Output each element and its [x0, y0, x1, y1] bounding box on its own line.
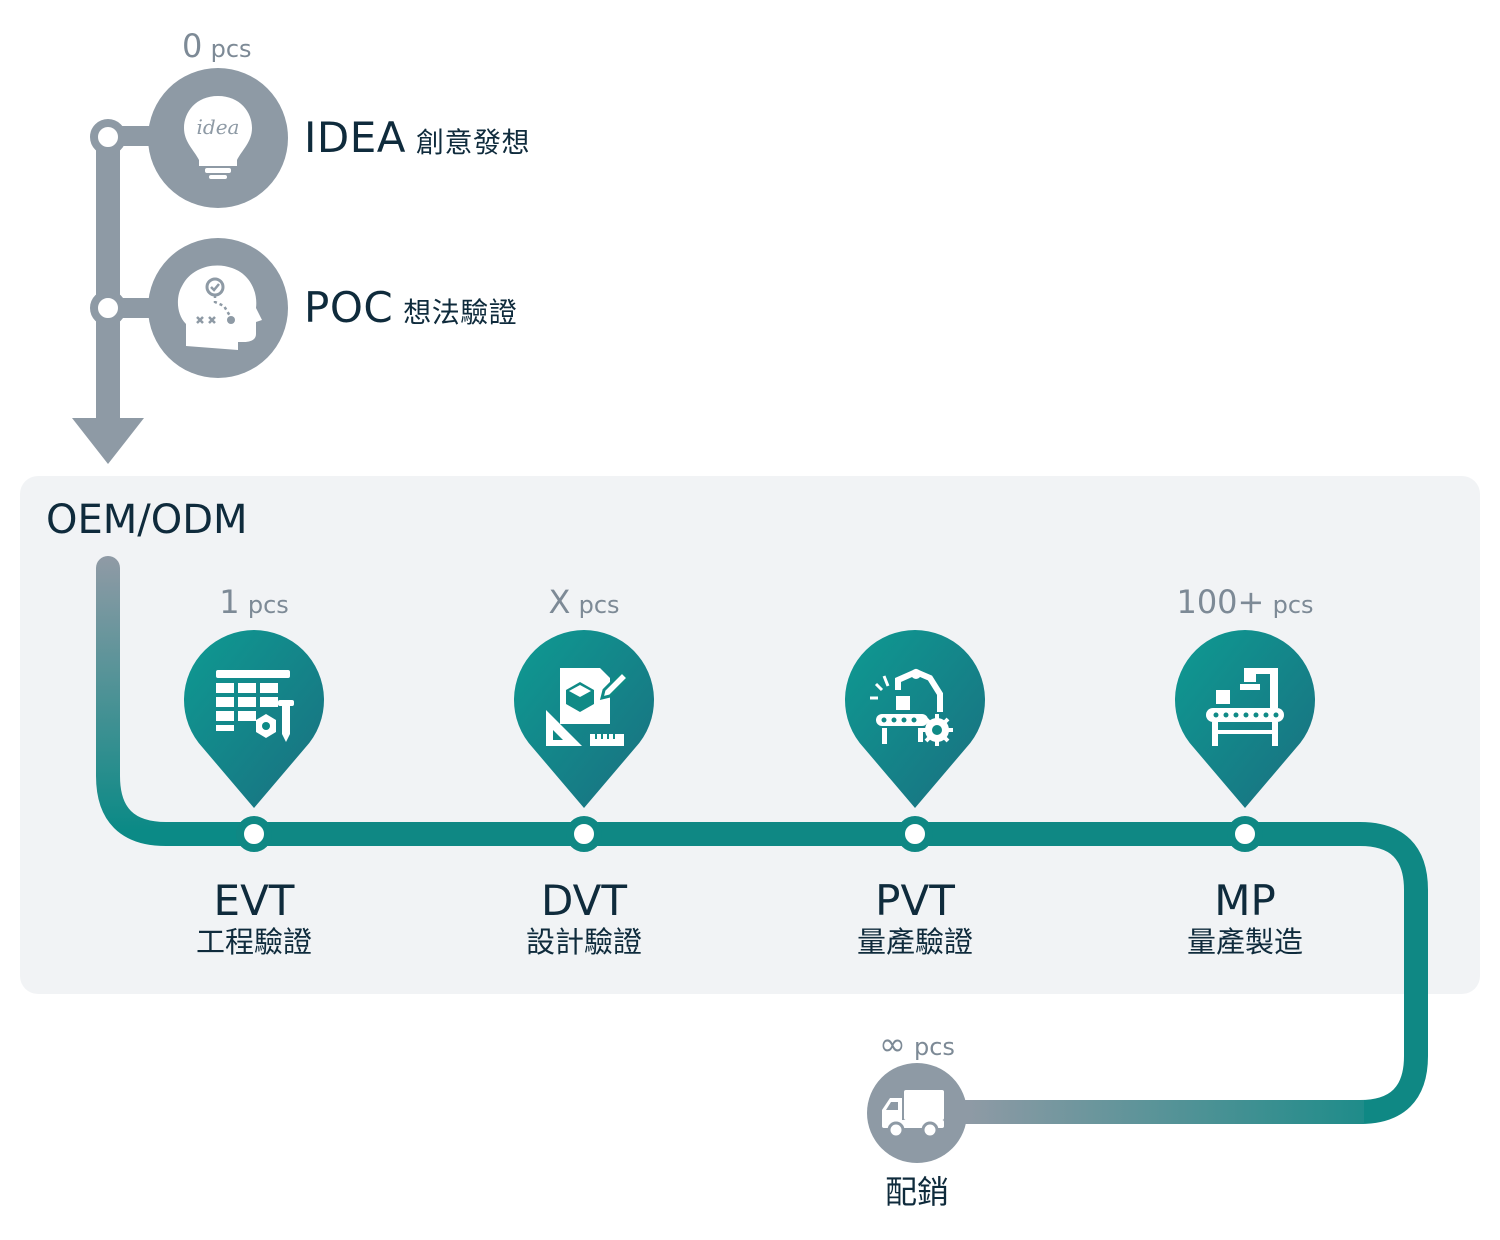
distribution-qty-unit: pcs — [913, 1033, 955, 1061]
spreadsheet-screw-icon — [216, 670, 294, 742]
poc-name: 想法驗證 — [403, 296, 518, 329]
evt-qty-number: 1 — [219, 583, 240, 621]
pvt-name: 量產驗證 — [856, 925, 973, 959]
panel-title: OEM/ODM — [46, 497, 248, 543]
idea-code: IDEA — [304, 113, 406, 162]
mp-qty-unit: pcs — [1272, 591, 1314, 619]
pin-evt — [184, 630, 325, 808]
poc-node — [90, 290, 126, 326]
lightbulb-idea-icon: idea — [148, 68, 288, 208]
evt-name: 工程驗證 — [195, 925, 312, 959]
mp-qty-number: 100+ — [1176, 583, 1265, 621]
dvt-qty-unit: pcs — [578, 591, 620, 619]
main-teal-line — [250, 822, 1428, 1124]
production-line-icon — [1206, 668, 1284, 746]
down-arrow-icon — [72, 418, 144, 464]
evt-qty-unit: pcs — [247, 591, 289, 619]
poc-code: POC — [304, 283, 394, 332]
evt-quantity: 1 pcs — [219, 586, 289, 618]
idea-node — [90, 119, 126, 155]
pin-dvt — [513, 630, 654, 808]
head-strategy-icon — [148, 238, 288, 378]
idea-quantity: 0 pcs — [182, 30, 252, 62]
design-drafting-icon — [546, 668, 631, 746]
pin-mp — [1174, 630, 1315, 808]
idea-name: 創意發想 — [416, 126, 531, 159]
mp-name: 量產製造 — [1186, 925, 1303, 959]
pvt-code: PVT — [875, 876, 955, 925]
delivery-truck-icon — [867, 1063, 967, 1163]
pin-pvt — [844, 630, 985, 808]
dvt-quantity: X pcs — [548, 586, 619, 618]
idea-qty-number: 0 — [182, 27, 203, 65]
robot-arm-conveyor-icon — [870, 668, 953, 746]
distribution-quantity: ∞ pcs — [879, 1028, 955, 1060]
distribution-name: 配銷 — [884, 1173, 950, 1211]
connector-gray-to-teal — [96, 556, 266, 846]
dvt-qty-number: X — [548, 583, 571, 621]
dvt-name: 設計驗證 — [525, 925, 642, 959]
distribution-qty-number: ∞ — [879, 1025, 906, 1063]
dvt-code: DVT — [541, 876, 627, 925]
idea-qty-unit: pcs — [210, 35, 252, 63]
mp-code: MP — [1214, 876, 1276, 925]
evt-code: EVT — [213, 876, 295, 925]
pre-stage-line — [72, 119, 150, 464]
mp-quantity: 100+ pcs — [1176, 586, 1313, 618]
svg-text:idea: idea — [197, 115, 240, 139]
stage-nodes — [236, 816, 1263, 852]
